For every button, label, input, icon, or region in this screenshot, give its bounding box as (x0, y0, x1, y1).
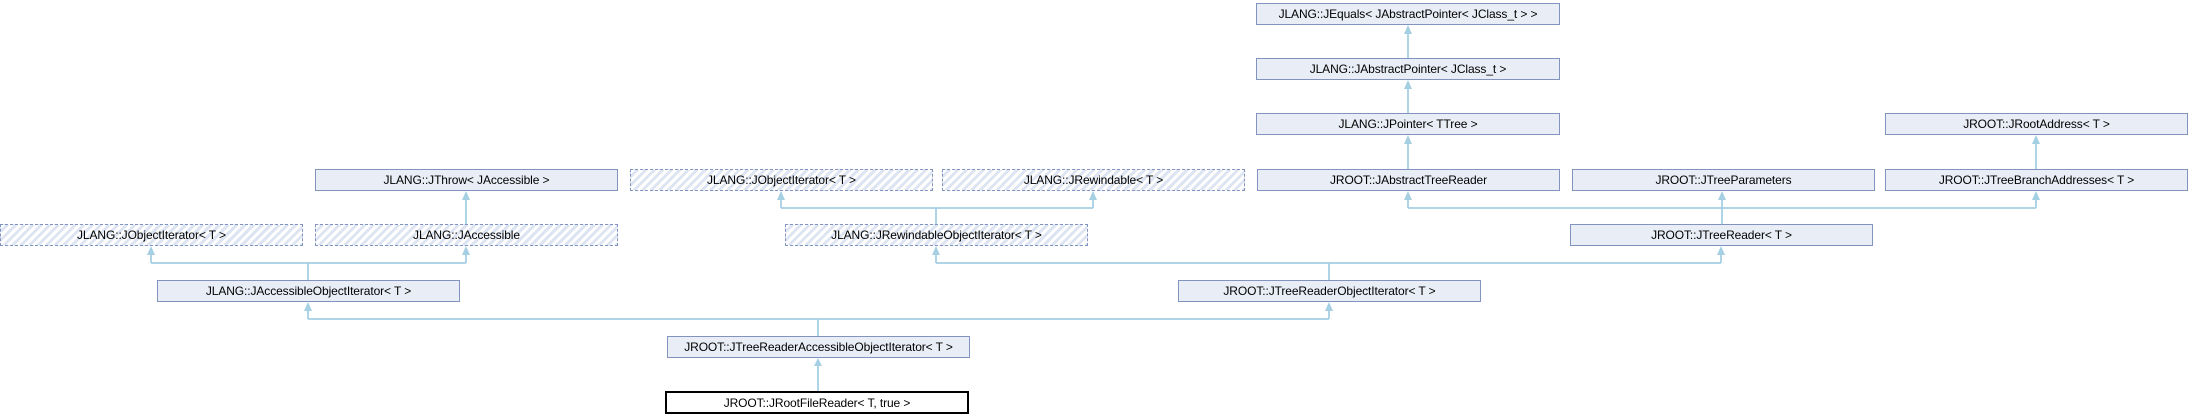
arrowhead (2032, 191, 2040, 200)
arrowhead (1404, 25, 1412, 34)
class-node-jobjectiterator-upper: JLANG::JObjectIterator< T > (630, 169, 933, 191)
arrowhead (1325, 302, 1333, 311)
class-node-jrootaddress[interactable]: JROOT::JRootAddress< T > (1885, 113, 2188, 135)
arrowhead (147, 246, 155, 255)
class-node-jtreereaderaccessibleobjectiterator[interactable]: JROOT::JTreeReaderAccessibleObjectIterat… (667, 336, 970, 358)
arrowhead (462, 191, 470, 200)
arrowhead (2032, 135, 2040, 144)
class-node-jtreeparameters[interactable]: JROOT::JTreeParameters (1572, 169, 1875, 191)
class-node-jpointer[interactable]: JLANG::JPointer< TTree > (1256, 113, 1560, 135)
class-node-jequals[interactable]: JLANG::JEquals< JAbstractPointer< JClass… (1256, 3, 1560, 25)
class-node-jabstractpointer[interactable]: JLANG::JAbstractPointer< JClass_t > (1256, 58, 1560, 80)
arrowhead (1404, 191, 1412, 200)
class-node-jtreereaderobjectiterator[interactable]: JROOT::JTreeReaderObjectIterator< T > (1178, 280, 1481, 302)
class-node-jobjectiterator-lower: JLANG::JObjectIterator< T > (0, 224, 303, 246)
arrowhead (1089, 191, 1097, 200)
arrowhead (814, 358, 822, 366)
arrowhead (304, 302, 312, 311)
arrowhead (1404, 80, 1412, 89)
class-node-jrewindable: JLANG::JRewindable< T > (942, 169, 1245, 191)
class-node-jaccessibleobjectiterator[interactable]: JLANG::JAccessibleObjectIterator< T > (157, 280, 460, 302)
class-node-jtreereader[interactable]: JROOT::JTreeReader< T > (1570, 224, 1873, 246)
class-node-jtreebranchaddresses[interactable]: JROOT::JTreeBranchAddresses< T > (1885, 169, 2188, 191)
class-node-jrewindableobjectiterator: JLANG::JRewindableObjectIterator< T > (785, 224, 1088, 246)
arrowhead (777, 191, 785, 200)
arrowhead (932, 246, 940, 255)
arrowhead (1717, 246, 1725, 255)
arrowhead (1718, 191, 1726, 200)
class-node-jthrow[interactable]: JLANG::JThrow< JAccessible > (315, 169, 618, 191)
arrowhead (1404, 135, 1412, 144)
arrowhead (462, 246, 470, 255)
class-node-jabstracttreereader[interactable]: JROOT::JAbstractTreeReader (1257, 169, 1560, 191)
class-node-jaccessible: JLANG::JAccessible (315, 224, 618, 246)
class-node-jrootfilereader: JROOT::JRootFileReader< T, true > (665, 391, 969, 414)
